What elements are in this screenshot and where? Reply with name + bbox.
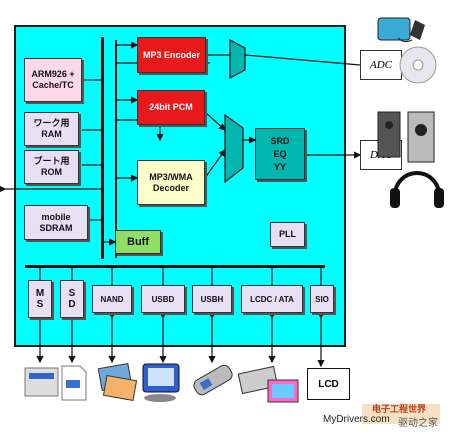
arm926-label: ARM926 + Cache/TC — [31, 69, 75, 90]
lcdc-ata-label: LCDC / ATA — [250, 294, 294, 304]
usbh-label: USBH — [200, 294, 224, 304]
dac-box: DAC — [360, 140, 402, 170]
watermark-logo: 电子工程世界 — [372, 402, 426, 415]
sio-block: SIO — [310, 285, 334, 313]
usbd-label: USBD — [151, 294, 175, 304]
watermark-qudong-text: 驱动之家 — [398, 418, 438, 429]
adc-mux — [229, 39, 246, 79]
ms-label-1: M — [35, 288, 45, 299]
pcm-label: 24bit PCM — [149, 102, 193, 112]
lcd-box: LCD — [307, 368, 350, 400]
secondary-vertical-bus — [115, 40, 117, 258]
sd-label-1: S — [68, 288, 76, 299]
pcm-block: 24bit PCM — [137, 90, 205, 125]
pll-label: PLL — [279, 229, 296, 239]
mobile-sdram-block: mobile SDRAM — [24, 205, 88, 240]
main-vertical-bus — [101, 37, 104, 259]
watermark-mydrivers: MyDrivers.com — [323, 414, 390, 425]
boot-rom-block: ブート用 ROM — [24, 150, 79, 184]
output-mux — [224, 113, 244, 184]
lcd-label: LCD — [318, 378, 339, 390]
mp3-wma-decoder-label: MP3/WMA Decoder — [149, 171, 193, 193]
adc-box: ADC — [360, 50, 402, 80]
watermark-mydrivers-text: MyDrivers.com — [323, 414, 390, 425]
nand-label: NAND — [100, 294, 124, 304]
watermark-qudong: 驱动之家 — [398, 414, 438, 429]
srd-label: SRD — [270, 135, 290, 146]
arm926-cpu-block: ARM926 + Cache/TC — [24, 58, 82, 102]
ms-block: M S — [28, 280, 52, 318]
pll-block: PLL — [270, 222, 305, 247]
eq-label: EQ — [273, 148, 287, 159]
nand-block: NAND — [92, 285, 132, 313]
adc-label: ADC — [370, 59, 392, 71]
mp3-wma-decoder-block: MP3/WMA Decoder — [137, 160, 205, 205]
mp3-encoder-label: MP3 Encoder — [142, 49, 200, 60]
sio-label: SIO — [315, 294, 329, 304]
work-ram-label: ワーク用 RAM — [33, 118, 70, 139]
buffer-block: Buff — [115, 230, 161, 254]
sd-block: S D — [60, 280, 84, 318]
dac-label: DAC — [370, 149, 392, 161]
work-ram-block: ワーク用 RAM — [24, 112, 79, 146]
usbd-block: USBD — [141, 285, 185, 313]
usbh-block: USBH — [192, 285, 232, 313]
yy-label: YY — [273, 161, 286, 172]
ms-label-2: S — [36, 299, 44, 310]
io-horizontal-bus — [25, 265, 325, 268]
sd-label-2: D — [68, 299, 76, 310]
mobile-sdram-label: mobile SDRAM — [39, 211, 73, 233]
watermark-logo-text: 电子工程世界 — [372, 404, 427, 414]
srd-eq-block: SRD EQ YY — [255, 128, 305, 180]
lcdc-ata-block: LCDC / ATA — [241, 285, 303, 313]
buffer-label: Buff — [127, 235, 149, 248]
mp3-encoder-block: MP3 Encoder — [137, 37, 206, 73]
boot-rom-label: ブート用 ROM — [33, 156, 70, 177]
